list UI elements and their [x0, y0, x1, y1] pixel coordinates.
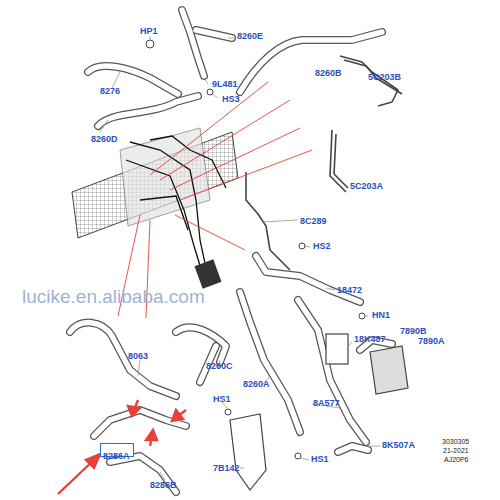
part-number: 8A577: [313, 398, 340, 408]
part-number: 8276: [100, 86, 120, 96]
part-number: 7B142: [213, 463, 240, 473]
drawing-code: AJ20P6: [444, 456, 469, 464]
part-number: 18472: [337, 285, 362, 295]
part-number: 7890B: [400, 326, 427, 336]
part-number: 8063: [128, 351, 148, 361]
part-number: 9L481: [212, 79, 238, 89]
part-number: HS2: [313, 241, 331, 251]
part-number: HS1: [213, 394, 231, 404]
part-number: HN1: [372, 310, 390, 320]
watermark: lucike.en.alibaba.com: [22, 286, 205, 308]
part-number: 8K507A: [382, 440, 415, 450]
part-number: 8260A: [243, 379, 270, 389]
part-number: 8260E: [237, 31, 263, 41]
part-number: 18K487: [354, 334, 386, 344]
part-number: 8C289: [300, 216, 327, 226]
part-number: 8260B: [315, 68, 342, 78]
part-number: 8286B: [150, 480, 177, 490]
part-number: HS3: [222, 94, 240, 104]
part-number: 8260D: [91, 134, 118, 144]
part-number: 8286A: [103, 451, 130, 461]
part-number: 8260C: [206, 361, 233, 371]
drawing-code: 3030305: [442, 438, 469, 446]
part-number: 7890A: [418, 336, 445, 346]
part-number: HP1: [140, 26, 158, 36]
part-number: 5C203B: [368, 72, 401, 82]
part-number: 5C203A: [350, 181, 383, 191]
drawing-code: 21-2021: [443, 447, 469, 455]
part-number: HS1: [311, 454, 329, 464]
highlight-box: 8286A: [100, 443, 134, 457]
